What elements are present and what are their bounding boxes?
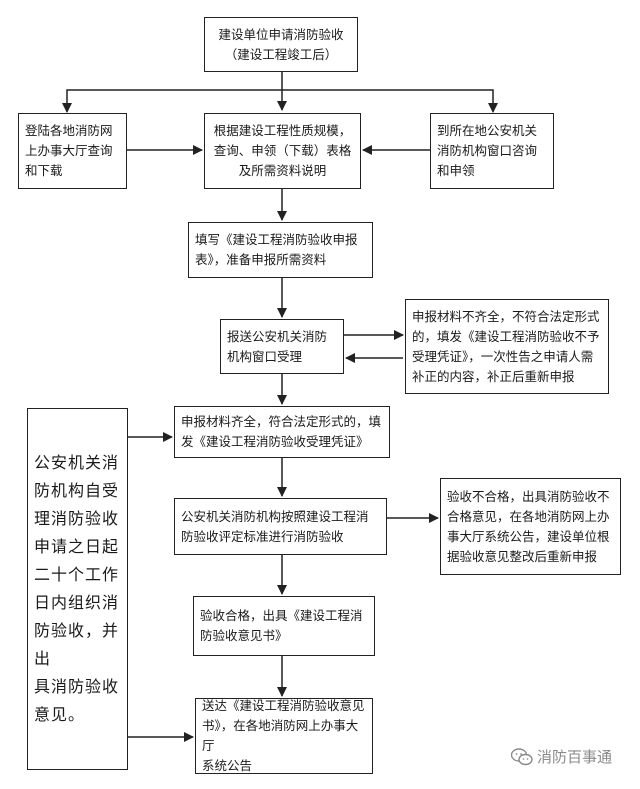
- flow-box-fill-form: 填写《建设工程消防验收申报 表》，准备申报所需资料: [188, 222, 373, 278]
- flow-box-passed: 验收合格，出具《建设工程消 防验收意见书》: [193, 596, 375, 656]
- flow-box-failed-text: 验收不合格，出具消防验收不 合格意见，在各地消防网上办 事大厅系统公告，建设单位…: [447, 488, 610, 564]
- flow-box-time-limit: 公安机关消 防机构自受 理消防验收 申请之日起 二十个工作 日内组织消 防验收，…: [27, 408, 128, 770]
- wechat-icon: [510, 747, 533, 765]
- flow-box-submit-window: 报送公安机关消防 机构窗口受理: [220, 319, 344, 374]
- flow-box-accepted: 申报材料齐全，符合法定形式的，填 发《建设工程消防验收受理凭证》: [174, 406, 390, 458]
- flow-box-time-limit-text: 公安机关消 防机构自受 理消防验收 申请之日起 二十个工作 日内组织消 防验收，…: [34, 453, 120, 724]
- flow-box-fill-form-text: 填写《建设工程消防验收申报 表》，准备申报所需资料: [195, 232, 358, 267]
- flow-box-failed: 验收不合格，出具消防验收不 合格意见，在各地消防网上办 事大厅系统公告，建设单位…: [440, 478, 621, 575]
- watermark: 消防百事通: [510, 746, 612, 767]
- flow-box-accepted-text: 申报材料齐全，符合法定形式的，填 发《建设工程消防验收受理凭证》: [181, 414, 382, 449]
- flow-box-online-query-text: 登陆各地消防网 上办事大厅查询 和下载: [25, 123, 113, 178]
- flow-box-submit-window-text: 报送公安机关消防 机构窗口受理: [227, 328, 328, 364]
- flow-box-rejected: 申报材料不齐全，不符合法定形式 的，填发《建设工程消防验收不予 受理凭证》，一次…: [405, 299, 609, 394]
- flow-box-deliver: 送达《建设工程消防验收意见 书》，在各地消防网上办事大厅 系统公告: [195, 698, 373, 774]
- flow-box-deliver-text: 送达《建设工程消防验收意见 书》，在各地消防网上办事大厅 系统公告: [202, 698, 365, 773]
- flow-box-passed-text: 验收合格，出具《建设工程消 防验收意见书》: [200, 608, 363, 643]
- flow-box-apply: 建设单位申请消防验收 （建设工程竣工后）: [204, 17, 358, 72]
- flow-box-window-consult: 到所在地公安机关 消防机构窗口咨询 和申领: [430, 113, 554, 189]
- flow-box-apply-text: 建设单位申请消防验收 （建设工程竣工后）: [218, 26, 344, 62]
- flow-box-inspection: 公安机关消防机构按照建设工程消 防验收评定标准进行消防验收: [174, 498, 387, 555]
- flow-box-query-forms-text: 根据建设工程性质规模， 查询、申领（下载）表格 及所需资料说明: [213, 123, 352, 178]
- flow-box-query-forms: 根据建设工程性质规模， 查询、申领（下载）表格 及所需资料说明: [204, 113, 361, 189]
- flow-box-window-consult-text: 到所在地公安机关 消防机构窗口咨询 和申领: [437, 123, 538, 178]
- flow-box-online-query: 登陆各地消防网 上办事大厅查询 和下载: [18, 113, 127, 189]
- watermark-text: 消防百事通: [536, 748, 612, 766]
- flow-box-rejected-text: 申报材料不齐全，不符合法定形式 的，填发《建设工程消防验收不予 受理凭证》，一次…: [412, 308, 600, 384]
- flow-box-inspection-text: 公安机关消防机构按照建设工程消 防验收评定标准进行消防验收: [181, 508, 369, 544]
